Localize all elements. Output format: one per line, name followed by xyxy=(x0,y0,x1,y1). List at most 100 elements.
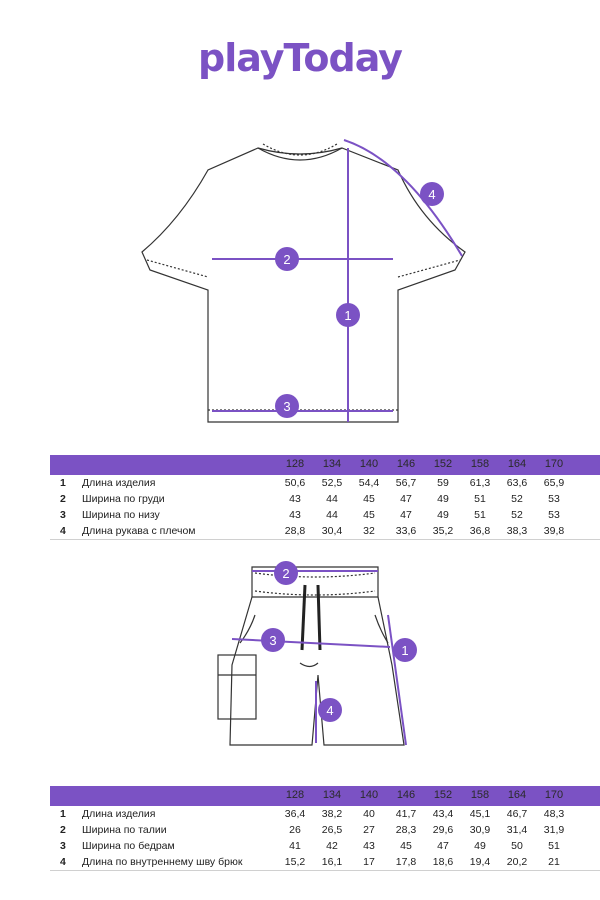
table-row: 1 Длина изделия 36,4 38,2 40 41,7 43,4 4… xyxy=(50,806,600,822)
marker-4-circle xyxy=(318,698,342,722)
size-header: 158 xyxy=(470,458,490,470)
table-row: 4 Длина по внутреннему шву брюк 15,2 16,… xyxy=(50,854,600,870)
table-cell: 17,8 xyxy=(395,856,417,868)
table-cell: 45 xyxy=(363,509,375,521)
row-number: 4 xyxy=(60,525,66,537)
table-cell: 35,2 xyxy=(432,525,454,537)
size-header: 146 xyxy=(396,789,416,801)
marker-2-circle xyxy=(274,561,298,585)
table-cell: 42 xyxy=(326,840,338,852)
row-label: Длина изделия xyxy=(82,808,156,820)
table-row: 1 Длина изделия 50,6 52,5 54,4 56,7 59 6… xyxy=(50,475,600,491)
marker-1-circle xyxy=(393,638,417,662)
brand-logo: playToday xyxy=(198,36,403,80)
marker-4-label: 4 xyxy=(326,703,333,718)
table-cell: 56,7 xyxy=(395,477,417,489)
table-cell: 53 xyxy=(548,509,560,521)
table-cell: 26,5 xyxy=(321,824,343,836)
size-header: 164 xyxy=(507,789,527,801)
table-cell: 43,4 xyxy=(432,808,454,820)
row-number: 3 xyxy=(60,509,66,521)
row-number: 2 xyxy=(60,493,66,505)
row-number: 1 xyxy=(60,808,66,820)
size-header: 134 xyxy=(322,458,342,470)
marker-4-label: 4 xyxy=(428,187,435,202)
row-label: Длина рукава с плечом xyxy=(82,525,196,537)
table-cell: 31,4 xyxy=(506,824,528,836)
table-cell: 44 xyxy=(326,509,338,521)
marker-3-label: 3 xyxy=(283,399,290,414)
table-cell: 51 xyxy=(548,840,560,852)
shorts-drawing: 1 2 3 4 xyxy=(0,555,600,755)
table-cell: 52 xyxy=(511,509,523,521)
table-cell: 47 xyxy=(400,493,412,505)
table-cell: 27 xyxy=(363,824,375,836)
size-header: 128 xyxy=(285,789,305,801)
table-cell: 17 xyxy=(363,856,375,868)
table-cell: 52 xyxy=(511,493,523,505)
table-cell: 49 xyxy=(437,509,449,521)
table-cell: 54,4 xyxy=(358,477,380,489)
marker-3-circle xyxy=(261,628,285,652)
row-number: 3 xyxy=(60,840,66,852)
table-row: 3 Ширина по бедрам 41 42 43 45 47 49 50 … xyxy=(50,838,600,854)
table-cell: 41,7 xyxy=(395,808,417,820)
table-cell: 30,9 xyxy=(469,824,491,836)
table-row: 4 Длина рукава с плечом 28,8 30,4 32 33,… xyxy=(50,523,600,539)
table-cell: 51 xyxy=(474,509,486,521)
table-cell: 49 xyxy=(474,840,486,852)
table-cell: 28,3 xyxy=(395,824,417,836)
row-number: 2 xyxy=(60,824,66,836)
row-label: Длина по внутреннему шву брюк xyxy=(82,856,243,868)
table-cell: 53 xyxy=(548,493,560,505)
table-cell: 38,3 xyxy=(506,525,528,537)
table-cell: 20,2 xyxy=(506,856,528,868)
table-cell: 19,4 xyxy=(469,856,491,868)
size-header: 140 xyxy=(359,458,379,470)
table-cell: 38,2 xyxy=(321,808,343,820)
size-header: 158 xyxy=(470,789,490,801)
table-cell: 44 xyxy=(326,493,338,505)
divider xyxy=(50,870,600,871)
row-label: Ширина по талии xyxy=(82,824,167,836)
size-header: 128 xyxy=(285,458,305,470)
table-cell: 29,6 xyxy=(432,824,454,836)
table-cell: 50,6 xyxy=(284,477,306,489)
table-cell: 51 xyxy=(474,493,486,505)
marker-4-circle xyxy=(420,182,444,206)
size-header: 140 xyxy=(359,789,379,801)
table-row: 2 Ширина по груди 43 44 45 47 49 51 52 5… xyxy=(50,491,600,507)
table-cell: 52,5 xyxy=(321,477,343,489)
table-cell: 36,4 xyxy=(284,808,306,820)
table-cell: 36,8 xyxy=(469,525,491,537)
row-label: Длина изделия xyxy=(82,477,156,489)
table-cell: 47 xyxy=(437,840,449,852)
table-cell: 18,6 xyxy=(432,856,454,868)
tshirt-size-table: 128 134 140 146 152 158 164 170 1 Длина … xyxy=(50,455,600,540)
marker-2-label: 2 xyxy=(282,566,289,581)
table-cell: 48,3 xyxy=(543,808,565,820)
table-cell: 65,9 xyxy=(543,477,565,489)
size-header: 170 xyxy=(544,458,564,470)
table-cell: 39,8 xyxy=(543,525,565,537)
table-row: 3 Ширина по низу 43 44 45 47 49 51 52 53 xyxy=(50,507,600,523)
table-cell: 33,6 xyxy=(395,525,417,537)
marker-3-label: 3 xyxy=(269,633,276,648)
row-label: Ширина по низу xyxy=(82,509,160,521)
table-cell: 15,2 xyxy=(284,856,306,868)
table-cell: 45,1 xyxy=(469,808,491,820)
shorts-size-table: 128 134 140 146 152 158 164 170 1 Длина … xyxy=(50,786,600,871)
table-cell: 49 xyxy=(437,493,449,505)
table-row: 2 Ширина по талии 26 26,5 27 28,3 29,6 3… xyxy=(50,822,600,838)
marker-1-label: 1 xyxy=(344,308,351,323)
size-header: 152 xyxy=(433,789,453,801)
table-cell: 59 xyxy=(437,477,449,489)
marker-2-label: 2 xyxy=(283,252,290,267)
table-cell: 16,1 xyxy=(321,856,343,868)
row-number: 1 xyxy=(60,477,66,489)
table-cell: 32 xyxy=(363,525,375,537)
table-cell: 21 xyxy=(548,856,560,868)
table-cell: 43 xyxy=(289,493,301,505)
table-cell: 31,9 xyxy=(543,824,565,836)
tshirt-drawing: 1 2 3 4 xyxy=(0,130,600,430)
